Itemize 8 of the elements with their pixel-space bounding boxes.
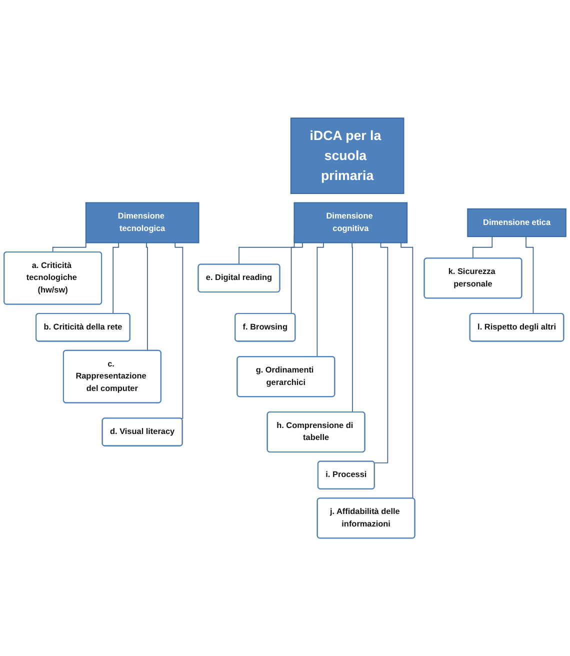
connector [472,236,493,259]
node-box: iDCA per la scuola primaria [290,117,404,194]
node-box: Dimensione tecnologica [85,202,200,244]
connector [374,242,388,464]
node-box: Dimensione cognitiva [294,202,408,244]
node-box: Dimensione etica [467,208,566,237]
connector [400,242,414,499]
connector [526,236,534,314]
